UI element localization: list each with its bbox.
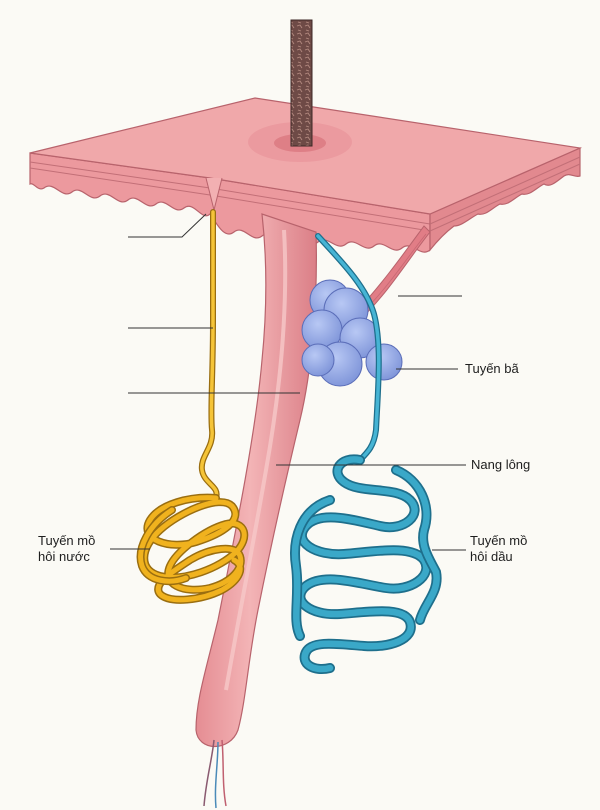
apocrine-gland-coil — [290, 454, 442, 674]
nerve-fiber — [203, 739, 215, 807]
side-layer-line — [429, 156, 581, 225]
label-apocrine-gland: Tuyến mồ hôi dầu — [470, 533, 528, 564]
skin-front-face — [29, 152, 431, 253]
hair-follicle-highlight — [224, 229, 288, 691]
label-eccrine-gland: Tuyến mồ hôi nước — [38, 533, 96, 564]
label-hair-follicle: Nang lông — [471, 457, 531, 472]
label-sebaceous-gland: Tuyến bã — [465, 361, 519, 376]
apocrine-duct-core — [316, 234, 381, 462]
sebaceous-gland — [301, 279, 403, 387]
hair-shaft — [290, 19, 313, 147]
nerve-fiber — [221, 739, 227, 807]
eccrine-duct-core — [200, 210, 219, 500]
eccrine-gland-coil — [136, 493, 249, 604]
leader-line-sweat-pore — [128, 213, 207, 238]
hair-follicle — [195, 213, 317, 747]
nerve-fiber — [214, 741, 219, 809]
side-layer-line — [429, 163, 581, 232]
